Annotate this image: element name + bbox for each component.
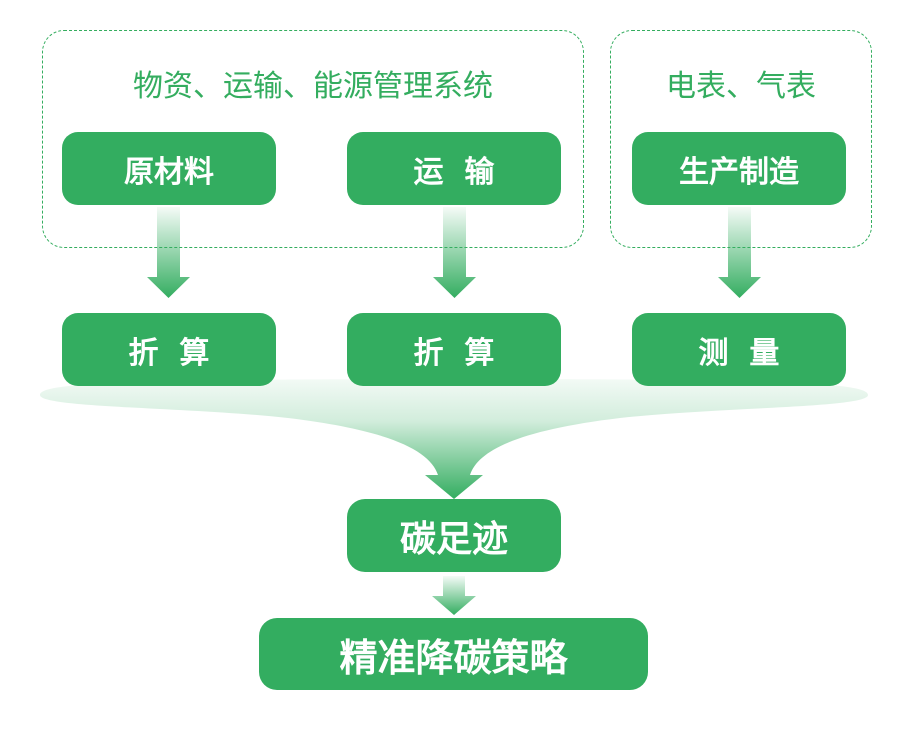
down-arrow-icon (433, 207, 476, 298)
node-measurement[interactable]: 测 量 (632, 313, 846, 386)
node-conversion-1[interactable]: 折 算 (62, 313, 276, 386)
down-arrow-icon (718, 207, 761, 298)
merge-funnel-arrow-icon (40, 379, 868, 499)
node-manufacturing[interactable]: 生产制造 (632, 132, 846, 205)
node-carbon-footprint[interactable]: 碳足迹 (347, 499, 561, 572)
node-conversion-2[interactable]: 折 算 (347, 313, 561, 386)
group-meters: 电表、气表 (610, 30, 872, 248)
node-precise-carbon-reduction-strategy[interactable]: 精准降碳策略 (259, 618, 648, 690)
down-arrow-icon (147, 207, 190, 298)
group-title: 物资、运输、能源管理系统 (133, 69, 493, 104)
down-arrow-icon (432, 576, 476, 615)
group-title: 电表、气表 (666, 69, 816, 104)
group-materials-transport-energy: 物资、运输、能源管理系统 (42, 30, 584, 248)
node-raw-materials[interactable]: 原材料 (62, 132, 276, 205)
node-transport[interactable]: 运 输 (347, 132, 561, 205)
